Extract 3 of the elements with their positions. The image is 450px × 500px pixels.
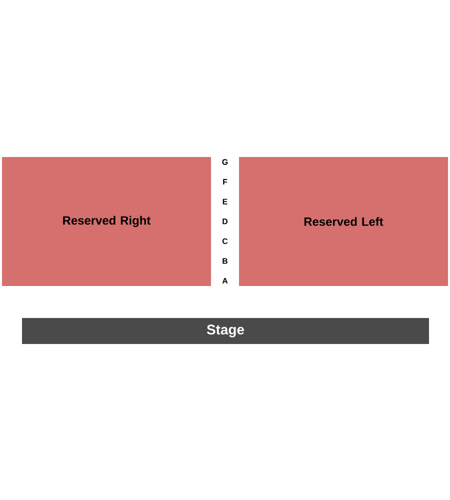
seating-section: Reserved Left (239, 157, 448, 286)
seating-section: Reserved Right (2, 157, 211, 286)
stage-bar: Stage (22, 318, 429, 344)
